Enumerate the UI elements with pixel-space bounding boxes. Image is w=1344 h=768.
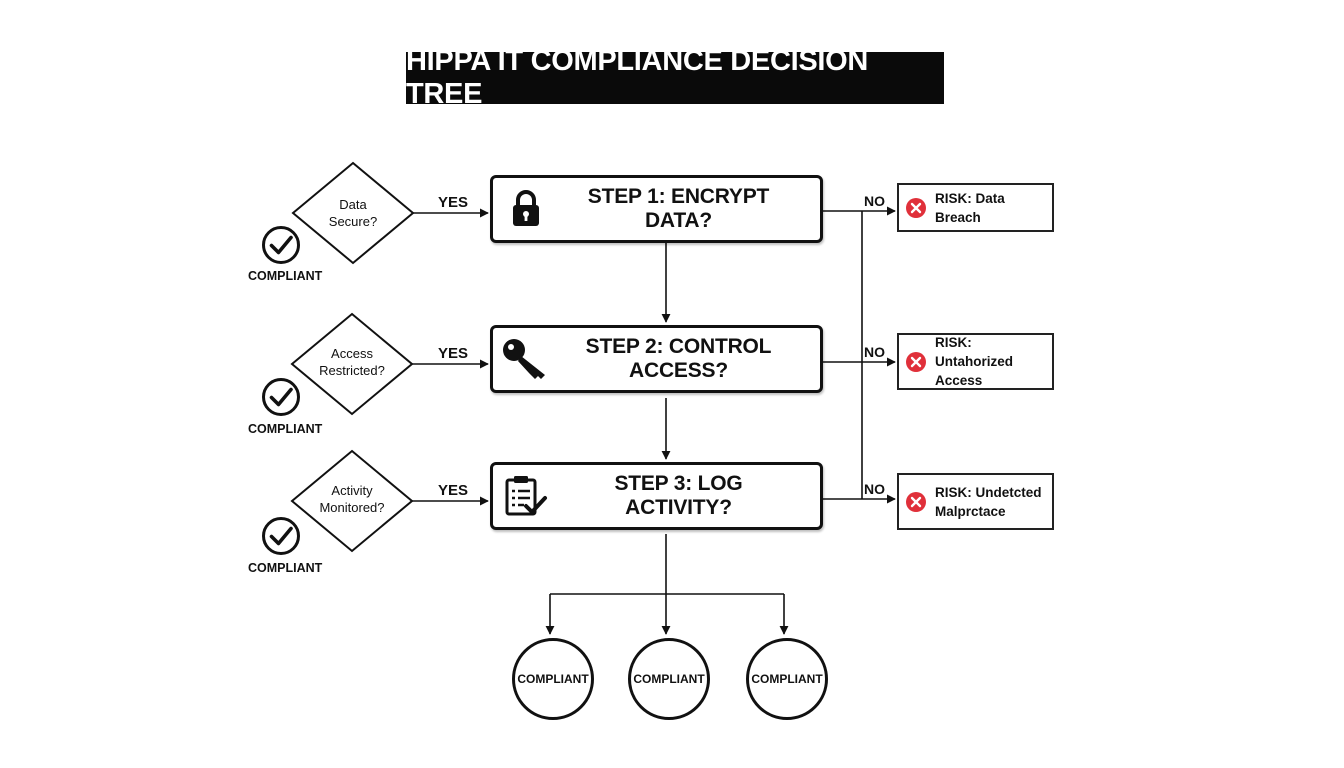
risk-box-1: RISK: Data Breach: [897, 183, 1054, 232]
risk-1-text: RISK: Data Breach: [935, 189, 1052, 227]
risk-box-3: RISK: Undetcted Malprctace: [897, 473, 1054, 530]
lock-icon: [513, 190, 539, 226]
risk-3-line1: RISK: Undetcted: [935, 484, 1042, 500]
decision-label-3: Activity Monitored?: [297, 482, 407, 516]
decision-1-line2: Secure?: [328, 214, 378, 229]
check-circle-icon: [262, 517, 300, 555]
step-2-box: STEP 2: CONTROL ACCESS?: [490, 325, 823, 393]
compliant-label-1: COMPLIANT: [248, 269, 323, 283]
risk-3-line2: Malprctace: [935, 503, 1006, 519]
decision-3-line1: Activity: [331, 483, 373, 498]
step-1-box: STEP 1: ENCRYPT DATA?: [490, 175, 823, 243]
no-label-1: NO: [864, 193, 885, 209]
decision-2-line2: Restricted?: [319, 363, 385, 378]
risk-3-text: RISK: Undetcted Malprctace: [935, 483, 1042, 521]
decision-2-line1: Access: [331, 346, 373, 361]
decision-diamond-3: [290, 449, 414, 553]
decision-diamond-1: [291, 161, 415, 265]
decision-3-line2: Monitored?: [319, 500, 385, 515]
decision-1-line1: Data: [339, 197, 367, 212]
risk-box-2: RISK: Untahorized Access: [897, 333, 1054, 390]
outcome-circle-1: COMPLIANT: [512, 638, 594, 720]
risk-1-line1: RISK: Data Breach: [935, 190, 1005, 225]
risk-2-line2: Untahorized Access: [935, 354, 1014, 388]
yes-label-2: YES: [438, 345, 469, 362]
error-circle-icon: [906, 491, 926, 512]
outcome-circle-2: COMPLIANT: [628, 638, 710, 720]
yes-label-3: YES: [438, 482, 469, 499]
no-label-3: NO: [864, 481, 885, 497]
no-label-2: NO: [864, 344, 885, 360]
decision-label-1: Data Secure?: [298, 196, 408, 230]
clipboard-check-icon: [505, 476, 547, 516]
compliant-label-3: COMPLIANT: [248, 561, 323, 575]
decision-label-2: Access Restricted?: [297, 345, 407, 379]
step-3-label: STEP 3: LOG ACTIVITY?: [614, 472, 743, 519]
check-circle-icon: [262, 378, 300, 416]
decision-diamond-2: [290, 312, 414, 416]
key-icon: [503, 339, 545, 379]
step-1-label: STEP 1: ENCRYPT DATA?: [587, 185, 770, 232]
step-3-box: STEP 3: LOG ACTIVITY?: [490, 462, 823, 530]
error-circle-icon: [906, 197, 926, 218]
error-circle-icon: [906, 351, 926, 372]
risk-2-text: RISK: Untahorized Access: [935, 333, 1052, 390]
step-2-label: STEP 2: CONTROL ACCESS?: [585, 335, 772, 382]
outcome-circle-3: COMPLIANT: [746, 638, 828, 720]
risk-2-line1: RISK:: [935, 335, 972, 350]
check-circle-icon: [262, 226, 300, 264]
compliant-label-2: COMPLIANT: [248, 422, 323, 436]
yes-label-1: YES: [438, 194, 469, 211]
